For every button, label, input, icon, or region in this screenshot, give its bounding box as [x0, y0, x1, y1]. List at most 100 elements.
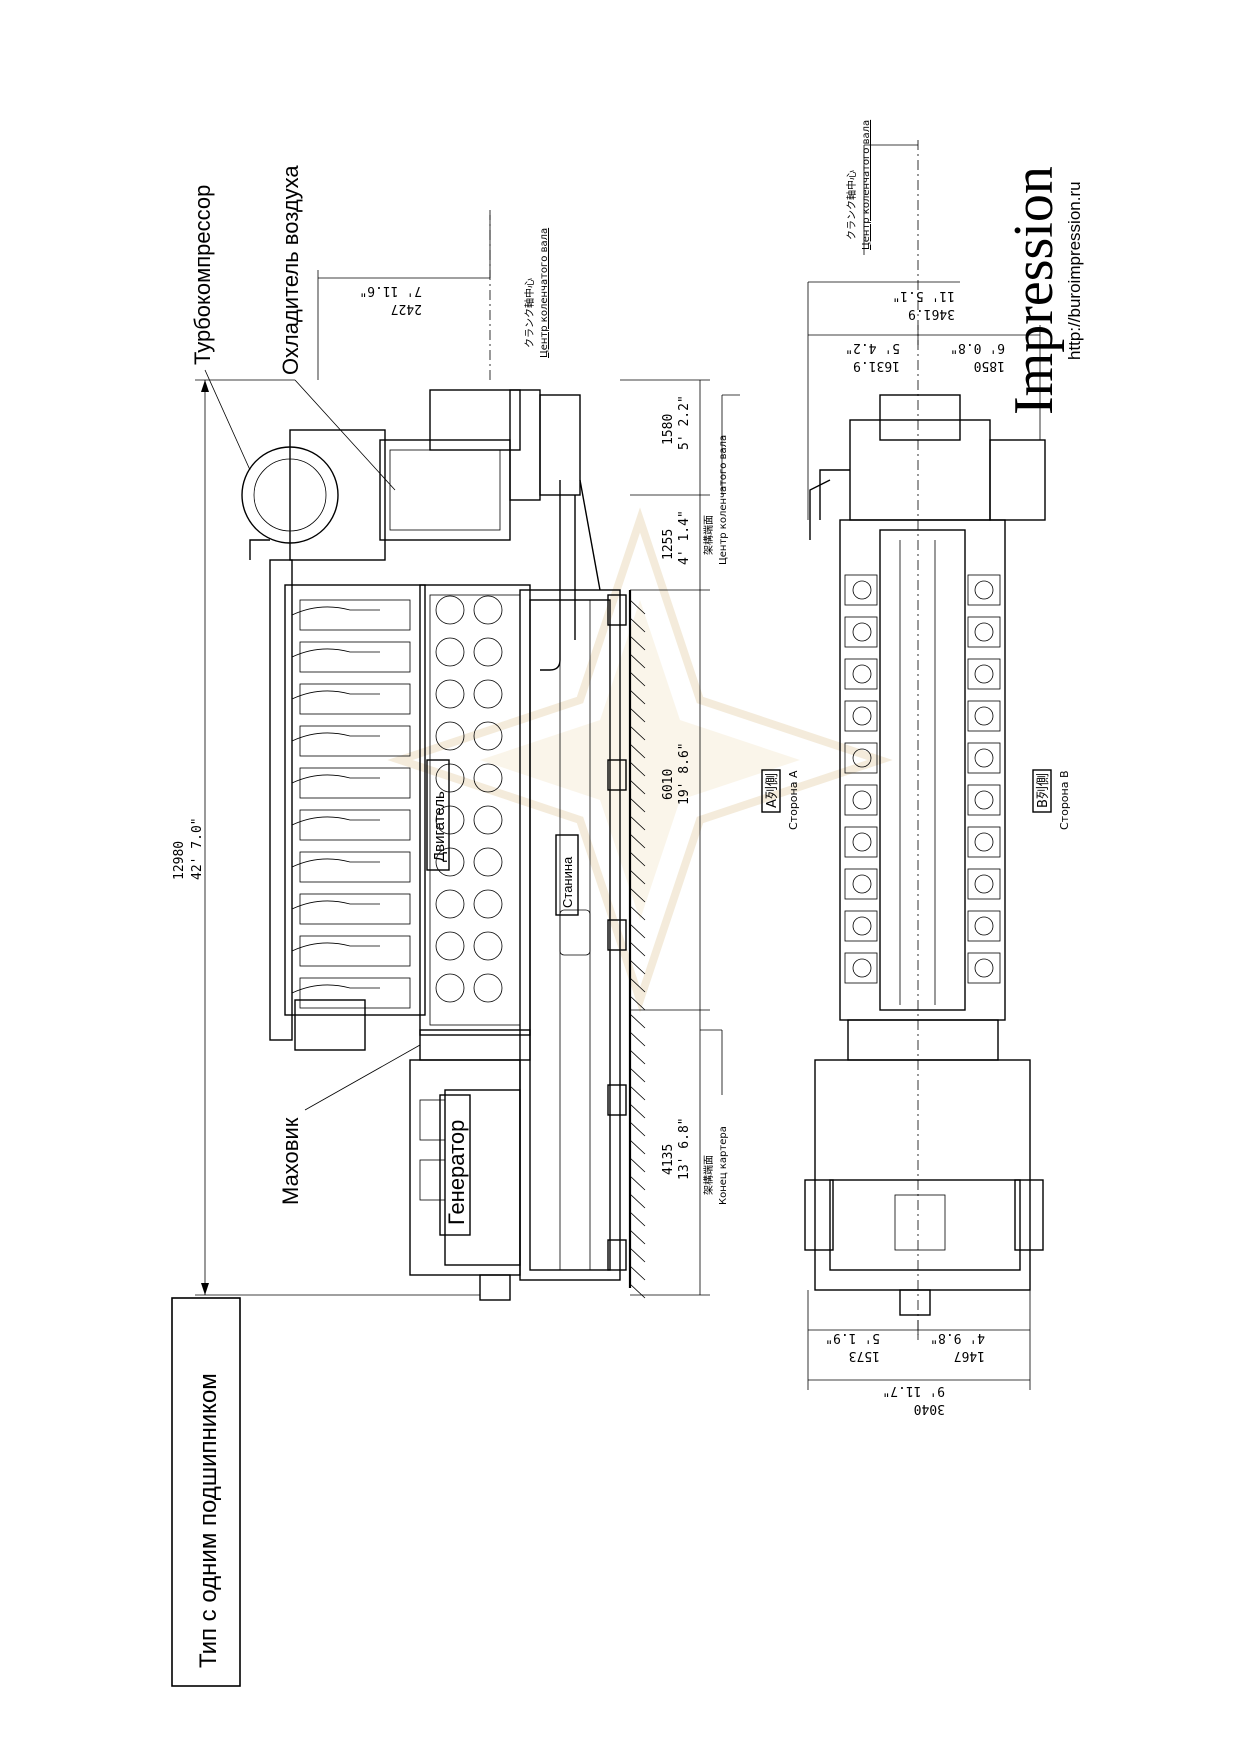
bank-b-cylinder [974, 748, 994, 768]
cylinder-head [299, 683, 411, 715]
ground-hatch [629, 995, 646, 1011]
bank-b-cylinder [974, 832, 994, 852]
bank-b-cylinder [974, 622, 994, 642]
crankcase-end: Конец картера [718, 1126, 729, 1205]
rocker-gear [291, 732, 380, 742]
bank-b-cylinder [974, 874, 994, 894]
cylinder-bore [473, 805, 503, 835]
ground-hatch [629, 671, 646, 687]
bank-a-cylinder [852, 748, 872, 768]
bank-b-head [967, 826, 1001, 858]
cylinder-head [299, 851, 411, 883]
cylinder-bore [473, 763, 503, 793]
engine-top-view [804, 140, 1046, 1335]
cylinder-head [299, 767, 411, 799]
cylinder-bore [473, 973, 503, 1003]
cylinder-bore [473, 889, 503, 919]
bank-b-head [967, 658, 1001, 690]
bank-a-cylinder [852, 664, 872, 684]
side-b-jp: B列側 [1036, 773, 1051, 808]
bank-a-head [844, 952, 878, 984]
ground-hatch [629, 1283, 646, 1299]
ground-hatch [629, 1139, 646, 1155]
title-box: Тип с одним подшипником [195, 1373, 222, 1668]
bank-a-cylinder [852, 832, 872, 852]
cylinder-bore [473, 595, 503, 625]
ground-hatch [629, 815, 646, 831]
bank-a-head [844, 868, 878, 900]
bank-b-head [967, 574, 1001, 606]
label-air-cooler: Охладитель воздуха [278, 165, 303, 375]
bank-b-cylinder [974, 916, 994, 936]
brand-url: http://buroimpression.ru [1065, 181, 1084, 360]
ground-hatch [629, 977, 646, 993]
dim-overall-length-value: 12980 [172, 841, 187, 880]
ground-hatch [629, 761, 646, 777]
bank-b-cylinder [974, 790, 994, 810]
dim-top-offset: 2427 7' 11.6" クランク軸中心 Центр коленчатого … [317, 210, 550, 380]
bank-b-head [967, 910, 1001, 942]
rocker-gear [291, 690, 380, 700]
bank-b-cylinder [974, 580, 994, 600]
dim-4135: 4135 [661, 1144, 676, 1175]
cylinder-bore [435, 889, 465, 919]
ground-hatch [629, 725, 646, 741]
brand-logo: Impression http://buroimpression.ru [1003, 166, 1084, 415]
crank-center-jp-top: クランク軸中心 [523, 278, 536, 348]
dim-1467: 1467 [954, 1348, 985, 1363]
ground-hatch [629, 869, 646, 885]
bank-b-head [967, 616, 1001, 648]
dim-1631: 1631.9 [853, 358, 900, 373]
dim-1580-ft: 5' 2.2" [677, 395, 692, 450]
bank-a-head [844, 742, 878, 774]
cylinder-bore [473, 637, 503, 667]
dim-1631-ft: 5' 4.2" [845, 340, 900, 355]
bank-a-head [844, 826, 878, 858]
cylinder-bore [473, 847, 503, 877]
cylinder-bore [473, 931, 503, 961]
dim-1255-ft: 4' 1.4" [677, 510, 692, 565]
cylinder-bore [435, 637, 465, 667]
label-turbocharger: Турбокомпрессор [190, 185, 215, 365]
ground-hatch [629, 1265, 646, 1281]
label-generator: Генератор [444, 1120, 469, 1225]
dim-1580: 1580 [661, 414, 676, 445]
bank-a-head [844, 700, 878, 732]
cylinder-bore [435, 595, 465, 625]
bank-a-cylinder [852, 580, 872, 600]
crank-center-jp-right: クランク軸中心 [845, 170, 858, 240]
ground-hatch [629, 1247, 646, 1263]
ground-hatch [629, 797, 646, 813]
ground-hatch [629, 1193, 646, 1209]
ground-hatch [629, 1031, 646, 1047]
ground-hatch [629, 851, 646, 867]
ground-hatch [629, 707, 646, 723]
rocker-gear [291, 648, 380, 658]
ground-hatch [629, 833, 646, 849]
dim-overall-length-ft: 42' 7.0" [190, 817, 205, 880]
ground-hatch [629, 1013, 646, 1029]
dim-1573: 1573 [849, 1348, 880, 1363]
bank-a-cylinder [852, 874, 872, 894]
bank-b-head [967, 700, 1001, 732]
bank-a-head [844, 910, 878, 942]
cylinder-bore [435, 805, 465, 835]
dim-1850-ft: 6' 0.8" [950, 340, 1005, 355]
dim-chain-right: 1580 5' 2.2" 1255 4' 1.4" 6010 19' 8.6" … [620, 379, 740, 1296]
cylinder-head [299, 935, 411, 967]
dim-4135-ft: 13' 6.8" [677, 1117, 692, 1180]
ground-hatch [629, 689, 646, 705]
cylinder-head [299, 725, 411, 757]
bank-a-head [844, 784, 878, 816]
bank-b-head [967, 868, 1001, 900]
bank-b-cylinder [974, 706, 994, 726]
bank-a-cylinder [852, 958, 872, 978]
ground-hatch [629, 779, 646, 795]
dim-top-offset-value: 2427 [391, 301, 422, 316]
cylinder-head [299, 809, 411, 841]
cylinder-bore [435, 931, 465, 961]
dim-1573-ft: 5' 1.9" [825, 1330, 880, 1345]
bank-a-cylinder [852, 706, 872, 726]
ground-hatch [629, 923, 646, 939]
